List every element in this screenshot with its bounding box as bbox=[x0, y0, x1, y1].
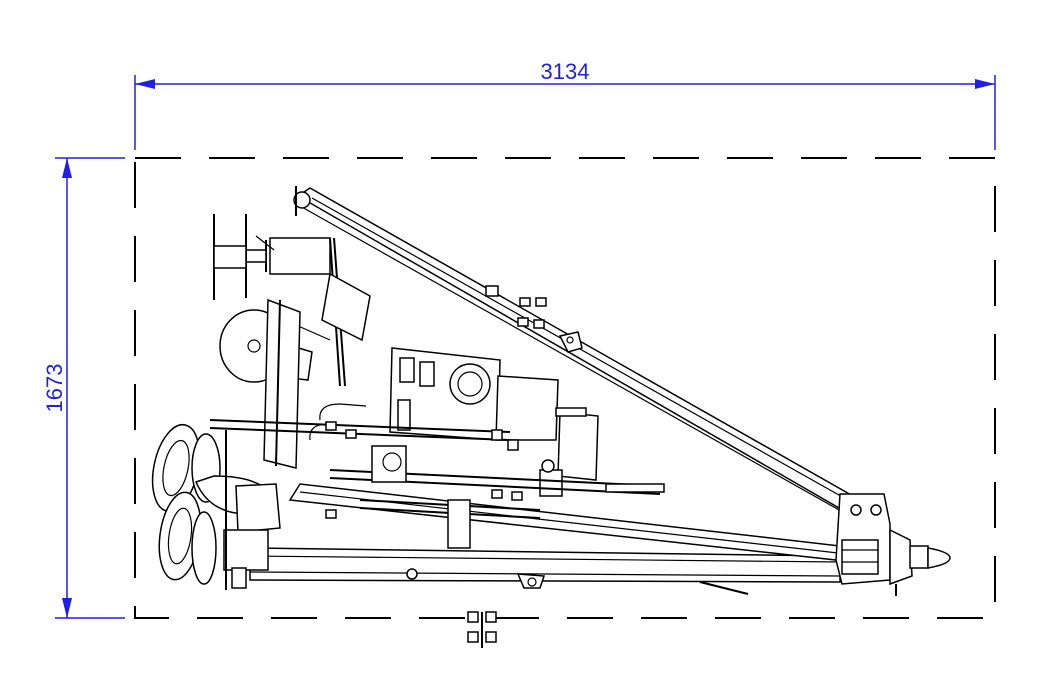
crane-assembly bbox=[151, 186, 951, 648]
width-arrow-left bbox=[135, 79, 155, 89]
height-dimension: 1673 bbox=[42, 157, 125, 619]
height-arrow-bottom bbox=[62, 598, 72, 618]
mast-structure bbox=[213, 214, 371, 387]
height-dimension-label: 1673 bbox=[42, 364, 67, 413]
winch-wheels bbox=[151, 423, 281, 590]
lower-boom bbox=[249, 547, 841, 595]
upper-boom bbox=[293, 186, 863, 516]
width-dimension-label: 3134 bbox=[541, 59, 590, 84]
boom-head bbox=[835, 493, 951, 596]
base-frame bbox=[209, 298, 665, 549]
height-arrow-top bbox=[62, 158, 72, 178]
width-arrow-right bbox=[975, 79, 995, 89]
control-cabinet bbox=[389, 331, 599, 497]
width-dimension: 3134 bbox=[134, 59, 996, 150]
envelope-outline bbox=[134, 157, 996, 619]
loose-bolt-assembly bbox=[467, 611, 497, 648]
middle-arm bbox=[288, 483, 841, 561]
bolts bbox=[325, 285, 547, 519]
